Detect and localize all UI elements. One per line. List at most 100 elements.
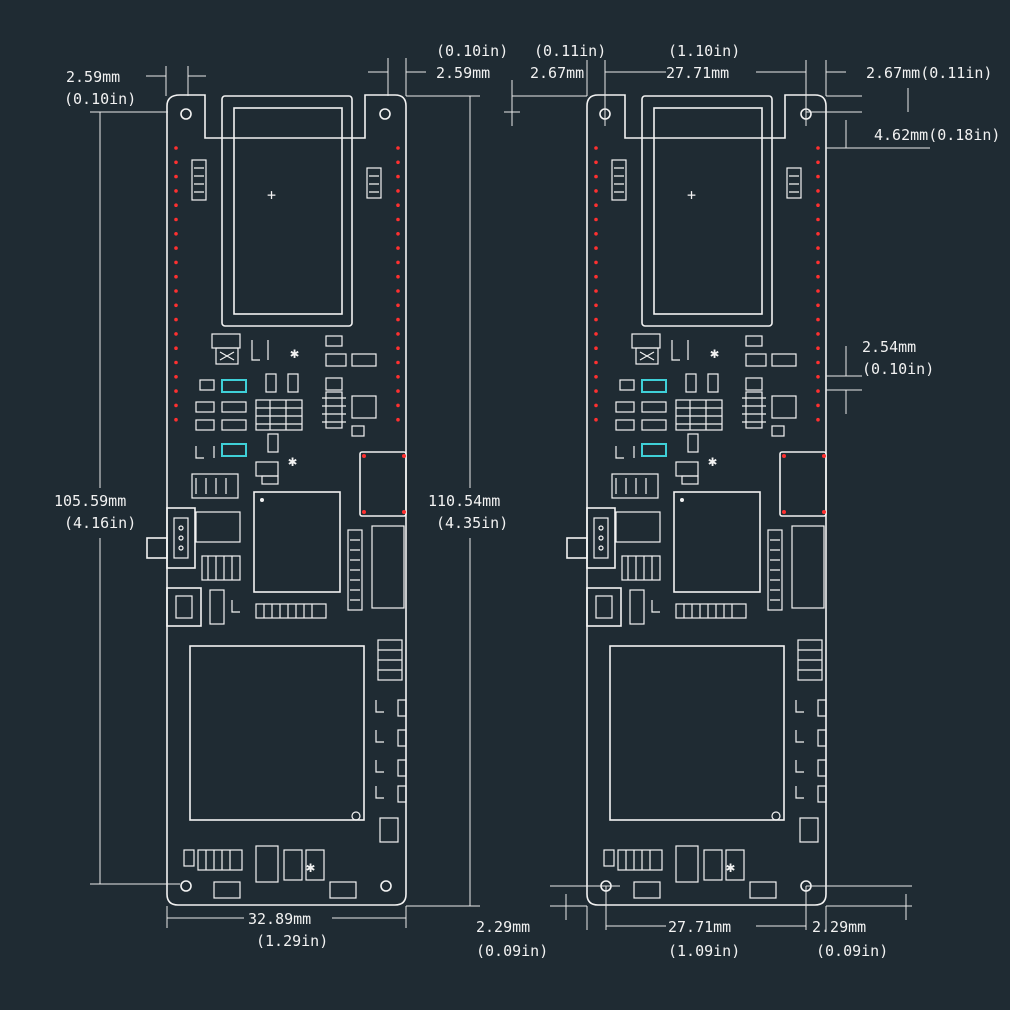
dim-bottom-span-mm: 27.71mm — [668, 918, 731, 936]
left-dimensions: 2.59mm (0.10in) (0.10in) 2.59mm 105.59mm… — [54, 42, 508, 950]
connector-jst-bottom — [166, 587, 202, 627]
dim-left-top-left-mm: 2.59mm — [66, 68, 120, 86]
pin-dot — [816, 174, 820, 179]
pin-dot — [594, 246, 598, 250]
led-3 — [641, 379, 667, 393]
pin-dot — [594, 403, 598, 408]
right-board: + ✱ — [566, 94, 827, 906]
dim-board-width-mm: 32.89mm — [248, 910, 311, 928]
dim-left-top-right-in: (0.10in) — [436, 42, 508, 60]
pin-dot — [816, 232, 820, 236]
dim-right-span-in: (1.10in) — [668, 42, 740, 60]
component-column-bottom — [375, 639, 407, 843]
pin-dot — [396, 160, 400, 165]
pin-dot — [594, 160, 598, 165]
pin-dot — [594, 217, 598, 222]
pin-dot — [594, 189, 598, 193]
pin-dot — [816, 417, 820, 422]
module-outline — [221, 95, 353, 327]
pin-dot — [174, 417, 178, 422]
pin-dot — [174, 303, 178, 308]
right-pin-header-2 — [816, 146, 820, 422]
mounting-hole-tl — [180, 108, 192, 120]
dim-right-top-left-mm: 2.67mm — [530, 64, 584, 82]
pin-dot — [594, 174, 598, 179]
pin-dot — [396, 289, 400, 293]
pin-dot — [816, 260, 820, 265]
pin-dot — [816, 346, 820, 351]
module-center-mark-2: + — [687, 186, 696, 204]
lora-module-2 — [609, 645, 785, 821]
dim-hole-span-mm: 105.59mm — [54, 492, 126, 510]
pin-dot — [594, 146, 598, 150]
usb-connector — [359, 451, 407, 517]
pin-dot — [174, 317, 178, 322]
pin-dot — [396, 260, 400, 265]
left-board: + ✱ — [146, 94, 407, 906]
pin-dot — [174, 189, 178, 193]
pin-dot — [816, 274, 820, 279]
pin-dot — [816, 289, 820, 293]
dim-bottom-right-in: (0.09in) — [816, 942, 888, 960]
pin-dot — [594, 332, 598, 336]
pin-dot — [396, 417, 400, 422]
pin-dot — [816, 160, 820, 165]
mounting-hole-bl — [180, 880, 192, 892]
pin-dot — [174, 403, 178, 408]
main-chip-2 — [673, 491, 761, 593]
dim-board-height-mm: 110.54mm — [428, 492, 500, 510]
pin-dot — [396, 403, 400, 408]
pin-dot — [174, 203, 178, 207]
pin-dot — [174, 260, 178, 265]
pin-dot — [594, 260, 598, 265]
pin-dot — [594, 317, 598, 322]
pin-dot — [174, 375, 178, 379]
pin-dot — [396, 332, 400, 336]
pin-dot — [816, 389, 820, 393]
pin-dot — [816, 146, 820, 150]
pin-dot — [396, 246, 400, 250]
svg-text:✱: ✱ — [710, 344, 719, 362]
svg-text:✱: ✱ — [306, 858, 315, 876]
pin-dot — [396, 346, 400, 351]
dim-bottom-span-in: (1.09in) — [668, 942, 740, 960]
usb-connector-2 — [779, 451, 827, 517]
pin-dot — [396, 232, 400, 236]
dim-left-top-left-in: (0.10in) — [64, 90, 136, 108]
pin-dot — [396, 217, 400, 222]
svg-text:✱: ✱ — [290, 344, 299, 362]
side-component — [371, 525, 405, 609]
right-dimensions: (0.11in) 2.67mm (1.10in) 27.71mm 2.67mm(… — [476, 42, 1000, 960]
pin-dot — [396, 389, 400, 393]
pin-dot — [396, 274, 400, 279]
pin-dot — [174, 246, 178, 250]
dim-bottom-right-mm: 2.29mm — [812, 918, 866, 936]
pin-dot — [816, 360, 820, 365]
pin-dot — [174, 174, 178, 179]
led-2 — [221, 443, 247, 457]
pin-dot — [174, 232, 178, 236]
dim-board-height-in: (4.35in) — [436, 514, 508, 532]
left-pin-header-2 — [594, 146, 598, 422]
dim-right-top-left-in: (0.11in) — [534, 42, 606, 60]
svg-text:✱: ✱ — [708, 452, 717, 470]
pin-dot — [816, 375, 820, 379]
dim-right-top-right: 2.67mm(0.11in) — [866, 64, 992, 82]
pin-dot — [816, 303, 820, 308]
pin-dot — [396, 174, 400, 179]
pin-dot — [396, 146, 400, 150]
side-component-2 — [791, 525, 825, 609]
left-pin-header — [174, 146, 178, 422]
pin-dot — [174, 332, 178, 336]
pin-dot — [174, 289, 178, 293]
mounting-hole-tr — [379, 108, 391, 120]
pin-dot — [396, 189, 400, 193]
dim-pin-pitch-in: (0.10in) — [862, 360, 934, 378]
svg-text:✱: ✱ — [288, 452, 297, 470]
pin-dot — [594, 274, 598, 279]
pin-dot — [594, 389, 598, 393]
module-center-mark: + — [267, 186, 276, 204]
pin-dot — [594, 375, 598, 379]
pin-dot — [594, 303, 598, 308]
led-4 — [641, 443, 667, 457]
